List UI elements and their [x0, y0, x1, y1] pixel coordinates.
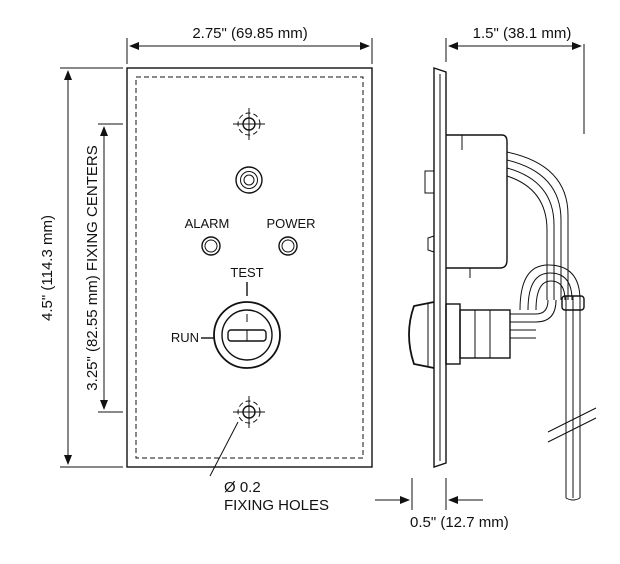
- power-label: POWER: [266, 216, 315, 231]
- back-stud: [424, 170, 435, 194]
- run-label: RUN: [171, 330, 199, 345]
- width-dimension: 2.75" (69.85 mm): [126, 25, 373, 64]
- hole-dia-label: Ø 0.2: [224, 479, 261, 496]
- hole-leader: [209, 421, 239, 477]
- wire-bundle-upper: [506, 151, 569, 300]
- fixing-holes-label: FIXING HOLES: [224, 497, 329, 514]
- plate-dim-label: 0.5" (12.7 mm): [410, 514, 509, 531]
- side-plate: [433, 67, 447, 468]
- fixing-centers-dimension: 3.25" (82.55 mm) FIXING CENTERS: [84, 123, 123, 413]
- width-dim-label: 2.75" (69.85 mm): [192, 25, 307, 42]
- top-fixing-hole: [233, 108, 265, 140]
- plate-dimension: 0.5" (12.7 mm): [375, 478, 509, 531]
- test-jack: [235, 166, 263, 194]
- key-cylinder-side: [408, 299, 557, 369]
- front-plate: [126, 67, 373, 468]
- key-switch-icon: [213, 301, 281, 369]
- wire-bundle-lower: [519, 264, 581, 311]
- test-label: TEST: [230, 265, 263, 280]
- height-dimension: 4.5" (114.3 mm): [39, 67, 123, 468]
- power-led-icon: [278, 236, 298, 256]
- bottom-fixing-hole: [233, 396, 265, 428]
- depth-dimension: 1.5" (38.1 mm): [445, 25, 585, 134]
- cable-leads: [547, 310, 597, 501]
- side-housing: [446, 134, 508, 278]
- depth-dim-label: 1.5" (38.1 mm): [473, 25, 572, 42]
- fixing-centers-label: 3.25" (82.55 mm) FIXING CENTERS: [84, 145, 101, 390]
- height-dim-label: 4.5" (114.3 mm): [39, 215, 56, 321]
- alarm-label: ALARM: [185, 216, 230, 231]
- alarm-led-icon: [201, 236, 221, 256]
